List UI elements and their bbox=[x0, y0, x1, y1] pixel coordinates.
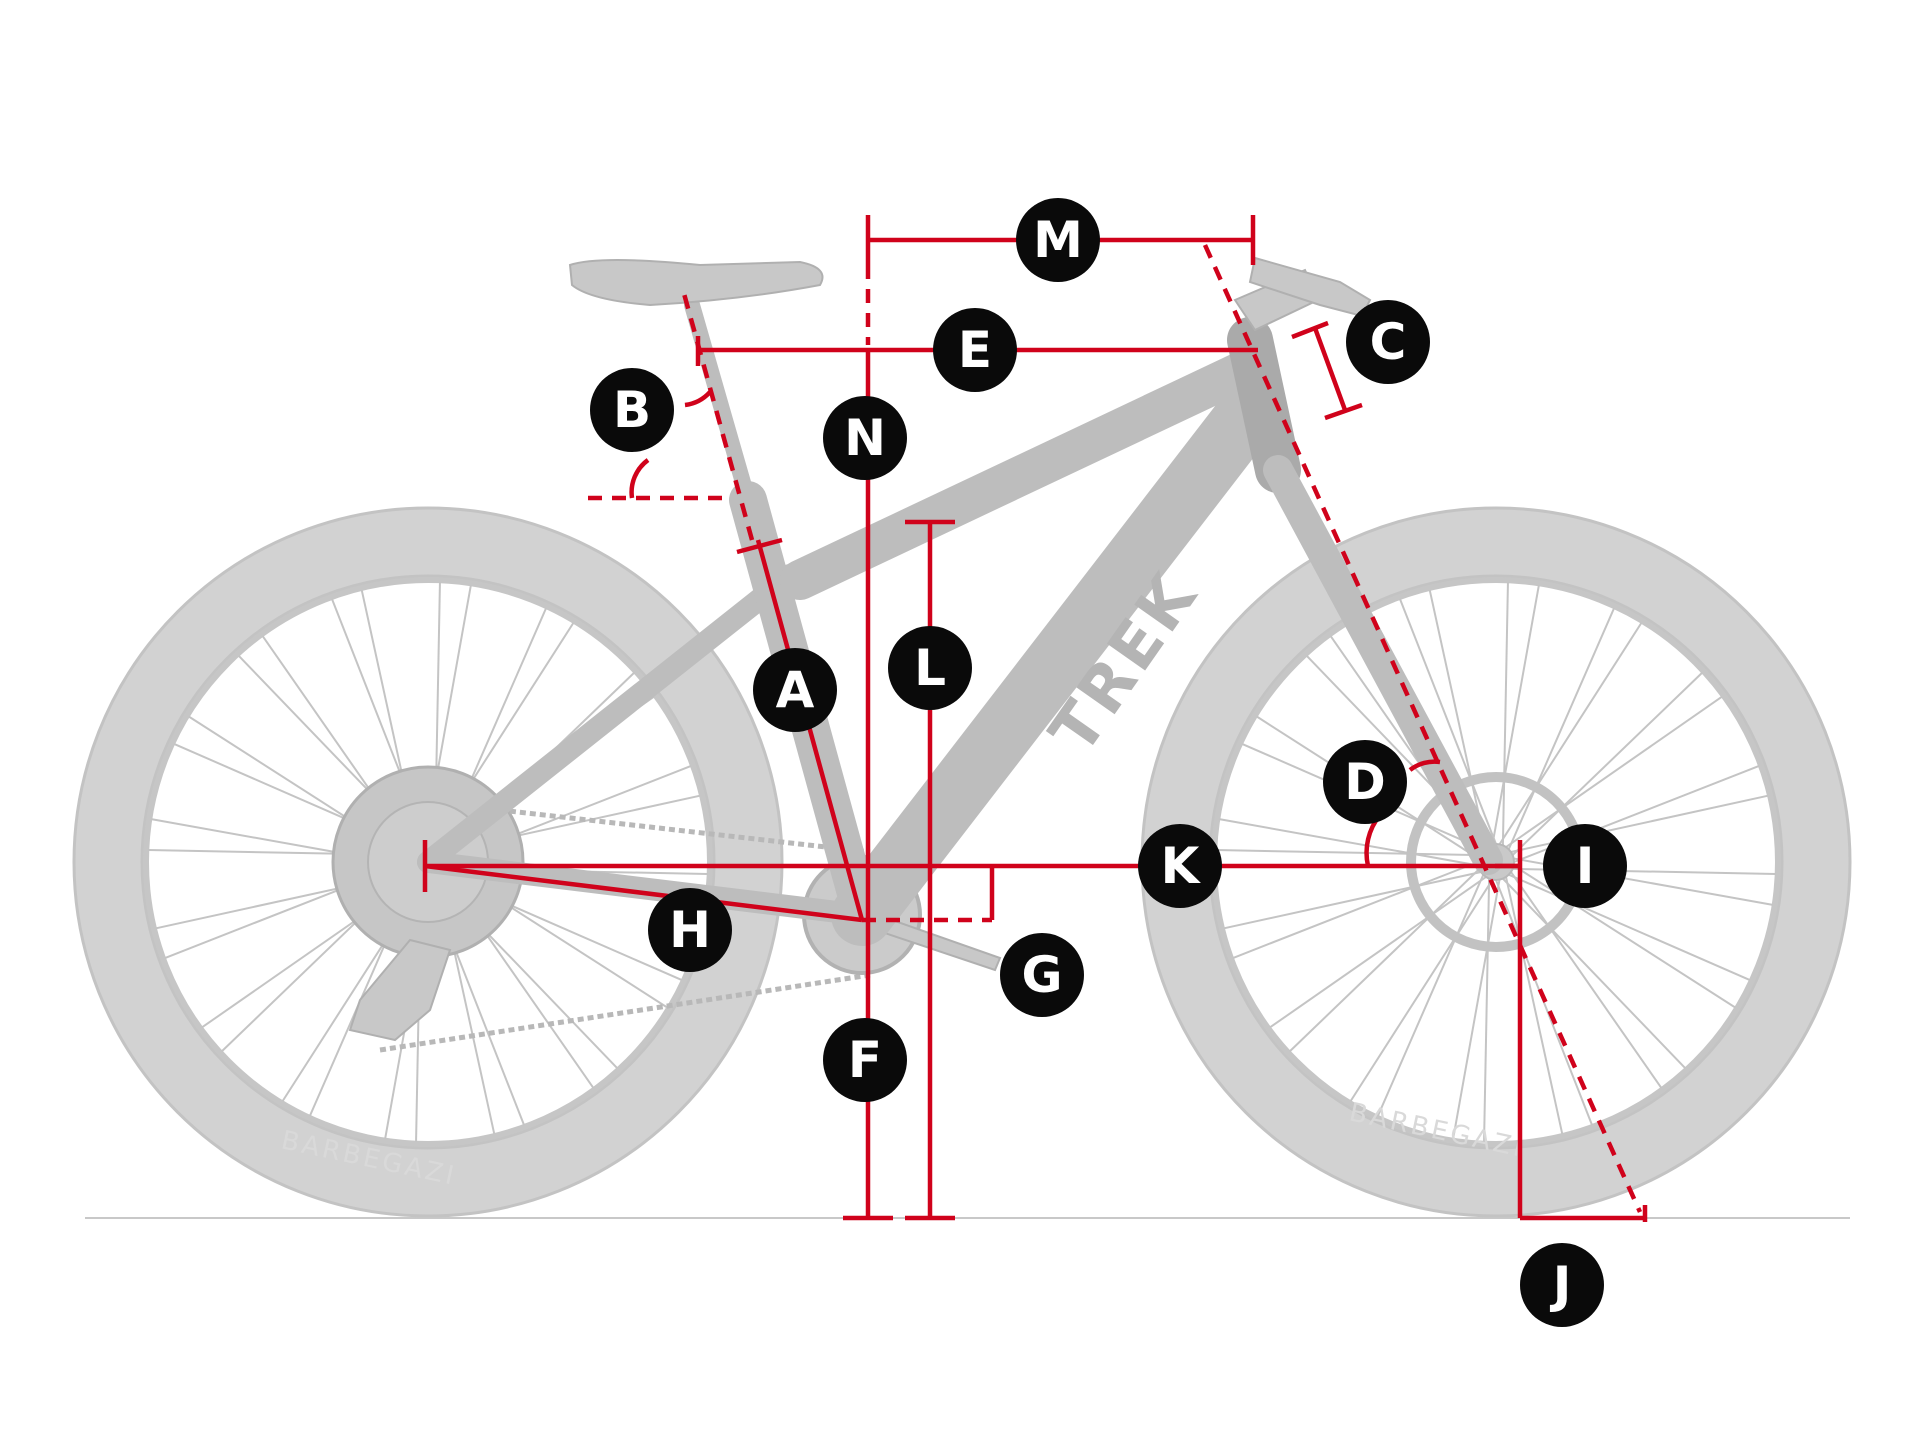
chain-lower bbox=[379, 972, 871, 1053]
badge-k-text: K bbox=[1161, 837, 1202, 895]
saddle bbox=[568, 259, 824, 307]
spoke bbox=[1452, 879, 1501, 1139]
spoke bbox=[1507, 607, 1616, 850]
geometry-overlay bbox=[422, 215, 1648, 1222]
top-tube bbox=[780, 345, 1275, 600]
down-tube bbox=[831, 374, 1286, 946]
badge-h-text: H bbox=[669, 901, 711, 959]
badge-h: H bbox=[648, 888, 732, 972]
badge-d: D bbox=[1323, 740, 1407, 824]
arc-b-upper bbox=[684, 390, 712, 408]
chain-upper bbox=[499, 807, 871, 855]
line-h-chainstay bbox=[424, 863, 863, 923]
tick-c-bottom bbox=[1324, 402, 1363, 421]
badge-e-text: E bbox=[958, 321, 992, 379]
spoke bbox=[1491, 585, 1540, 845]
label-badges: M E C B N L A D K I H G F J bbox=[590, 198, 1627, 1327]
spoke bbox=[1510, 871, 1663, 1089]
badge-c-text: C bbox=[1370, 313, 1407, 371]
spoke bbox=[1428, 589, 1487, 848]
spoke bbox=[1483, 878, 1491, 1142]
spoke bbox=[1223, 871, 1482, 930]
badge-a: A bbox=[753, 648, 837, 732]
badge-i: I bbox=[1543, 824, 1627, 908]
seatstay bbox=[417, 564, 801, 873]
head-tube bbox=[1227, 317, 1301, 493]
spoke bbox=[1502, 877, 1687, 1069]
badge-k: K bbox=[1138, 824, 1222, 908]
badge-f-text: F bbox=[848, 1031, 882, 1089]
line-d-steering-axis bbox=[1202, 244, 1643, 1213]
tick-a-top bbox=[736, 537, 783, 555]
badge-j-text: J bbox=[1550, 1256, 1572, 1314]
line-a-seat-tube bbox=[755, 539, 865, 921]
badge-d-text: D bbox=[1344, 753, 1386, 811]
chainstay bbox=[417, 851, 873, 926]
badge-l-text: L bbox=[914, 639, 946, 697]
spoke bbox=[1216, 849, 1480, 857]
badge-m: M bbox=[1016, 198, 1100, 282]
line-c-head-tube bbox=[1312, 327, 1348, 411]
badge-b: B bbox=[590, 368, 674, 452]
bike-illustration: BARBEGAZI BARBEGAZI bbox=[72, 256, 1852, 1218]
spoke bbox=[1376, 874, 1485, 1117]
spoke bbox=[1232, 861, 1479, 959]
badge-n-text: N bbox=[844, 409, 886, 467]
badge-b-text: B bbox=[613, 381, 651, 439]
badge-j: J bbox=[1520, 1243, 1604, 1327]
spoke bbox=[1511, 671, 1703, 856]
badge-c: C bbox=[1346, 300, 1430, 384]
arc-b-seat-angle bbox=[629, 458, 650, 499]
spoke bbox=[1513, 864, 1736, 1009]
arc-d-upper bbox=[1408, 759, 1441, 772]
badge-i-text: I bbox=[1576, 837, 1595, 895]
spoke bbox=[1505, 876, 1564, 1135]
spoke bbox=[1501, 582, 1509, 846]
badge-m-text: M bbox=[1033, 211, 1083, 269]
line-b-seat-extension bbox=[680, 289, 755, 541]
badge-f: F bbox=[823, 1018, 907, 1102]
spoke bbox=[1498, 622, 1643, 845]
seatpost bbox=[684, 297, 756, 508]
tick-c-top bbox=[1291, 320, 1329, 340]
spoke bbox=[1219, 818, 1479, 867]
badge-l: L bbox=[888, 626, 972, 710]
spoke bbox=[1399, 598, 1497, 845]
spoke bbox=[1508, 873, 1751, 982]
spoke bbox=[1269, 876, 1487, 1029]
spoke bbox=[1505, 695, 1723, 848]
badge-g: G bbox=[1000, 933, 1084, 1017]
badge-g-text: G bbox=[1021, 946, 1062, 1004]
badge-e: E bbox=[933, 308, 1017, 392]
badge-n: N bbox=[823, 396, 907, 480]
rear-derailleur bbox=[348, 938, 452, 1042]
spoke bbox=[1289, 868, 1481, 1053]
badge-a-text: A bbox=[776, 661, 815, 719]
spoke bbox=[1349, 879, 1494, 1102]
